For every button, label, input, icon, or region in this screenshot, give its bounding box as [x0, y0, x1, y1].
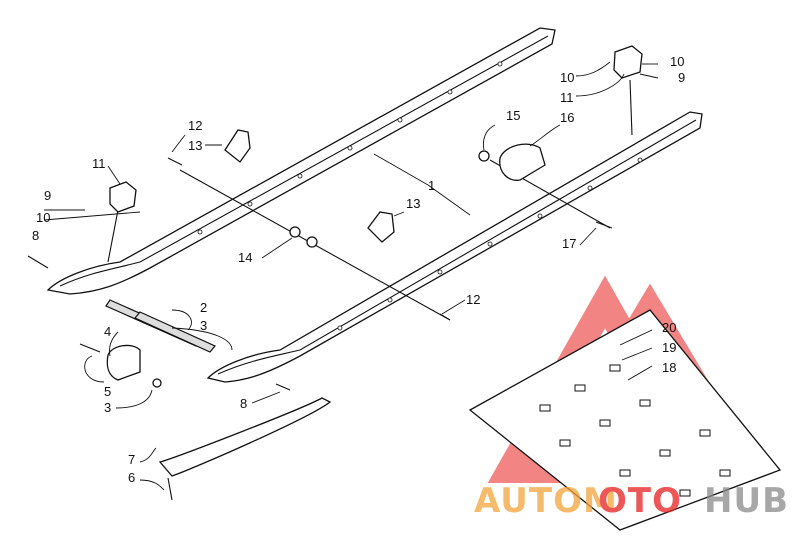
left-slide-rail [46, 27, 556, 295]
callout-19: 19 [662, 340, 676, 355]
leader-lines [43, 61, 659, 491]
callout-13a: 13 [188, 138, 202, 153]
watermark-part2: OTO [598, 481, 682, 521]
callout-8b: 8 [240, 396, 247, 411]
callout-1: 1 [428, 178, 435, 193]
right-slide-rail [206, 111, 703, 383]
fasteners [27, 150, 613, 391]
callout-12a: 12 [188, 118, 202, 133]
callout-18: 18 [662, 360, 676, 375]
callout-9b: 9 [678, 70, 685, 85]
callout-11b: 11 [560, 90, 574, 105]
callout-10c: 10 [670, 54, 684, 69]
watermark-part1: AUTOM [474, 481, 618, 521]
callout-14: 14 [238, 250, 252, 265]
callout-7: 7 [128, 452, 135, 467]
callout-labels: 1 2 3 3 4 5 6 7 8 8 9 9 10 10 10 11 11 1… [32, 54, 685, 485]
callout-5: 5 [104, 384, 111, 399]
callout-3b: 3 [104, 400, 111, 415]
callout-3a: 3 [200, 318, 207, 333]
callout-10a: 10 [36, 210, 50, 225]
callout-2: 2 [200, 300, 207, 315]
callout-8a: 8 [32, 228, 39, 243]
watermark-text: AUTOM OTO HUB [474, 481, 789, 521]
callout-16: 16 [560, 110, 574, 125]
callout-13b: 13 [406, 196, 420, 211]
callout-9a: 9 [44, 188, 51, 203]
wear-strip-7 [158, 397, 332, 477]
callout-20: 20 [662, 320, 676, 335]
callout-6: 6 [128, 470, 135, 485]
bumper-16 [499, 143, 546, 181]
callout-4: 4 [104, 324, 111, 339]
track-section [468, 309, 782, 531]
callout-12b: 12 [466, 292, 480, 307]
block-11-left [109, 181, 137, 213]
callout-17: 17 [562, 236, 576, 251]
block-11-right [613, 45, 643, 79]
watermark-part3: HUB [704, 481, 789, 521]
callout-10b: 10 [560, 70, 574, 85]
bracket-13-right [367, 211, 395, 243]
bracket-13-left [224, 129, 251, 163]
callout-15: 15 [506, 108, 520, 123]
callout-11a: 11 [92, 156, 106, 171]
bumper-4 [106, 344, 141, 381]
